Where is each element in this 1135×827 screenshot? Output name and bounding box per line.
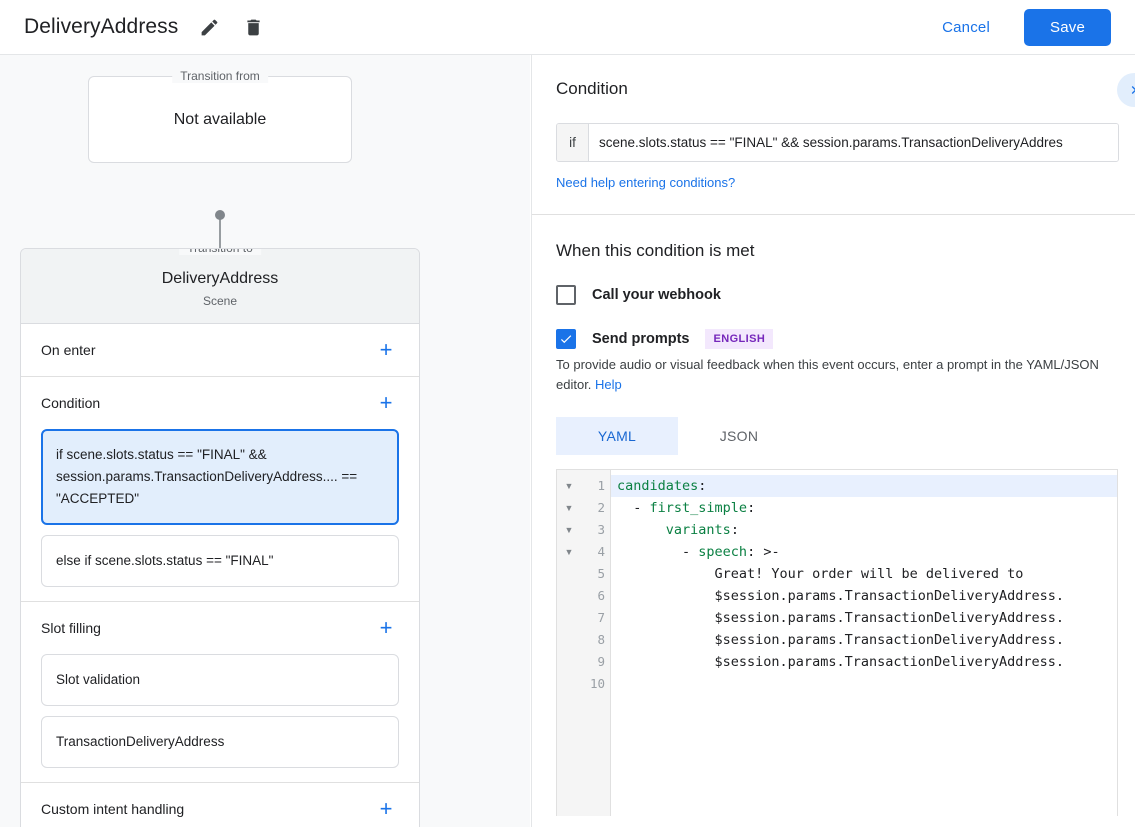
call-webhook-label: Call your webhook <box>592 287 721 303</box>
helper-text-body: To provide audio or visual feedback when… <box>556 357 1099 392</box>
transition-to-title: DeliveryAddress <box>161 270 279 287</box>
send-prompts-checkbox[interactable] <box>556 329 576 349</box>
code-line-number: 5 <box>597 566 605 581</box>
code-line[interactable] <box>611 673 1117 695</box>
code-line-number: 7 <box>597 610 605 625</box>
editor-format-tabs: YAML JSON <box>556 417 1111 455</box>
code-editor[interactable]: ▼ ▼ ▼ ▼ 1 2 3 4 5 6 7 8 9 10 candidates: - first_sim… <box>556 469 1118 816</box>
webhook-row: Call your webhook <box>556 285 1111 305</box>
transition-to-legend: Transition to <box>179 249 261 255</box>
add-custom-intent-button[interactable]: + <box>379 796 393 821</box>
section-title-custom-intent-handling: Custom intent handling <box>41 801 185 817</box>
cancel-button[interactable]: Cancel <box>942 18 990 36</box>
condition-input-group: if <box>556 123 1119 162</box>
section-header: Custom intent handling + <box>41 783 399 827</box>
edit-name-button[interactable] <box>192 10 226 44</box>
delete-button[interactable] <box>236 10 270 44</box>
section-on-enter: On enter + <box>21 324 419 377</box>
when-condition-met-block: When this condition is met Call your web… <box>532 215 1135 816</box>
code-line[interactable]: candidates: <box>611 475 1117 497</box>
transition-from-legend: Transition from <box>172 69 268 83</box>
section-title-slot-filling: Slot filling <box>41 620 101 636</box>
code-line-number: 4 <box>597 544 605 559</box>
code-fold-spacer <box>557 651 581 673</box>
code-fold-gutter[interactable]: ▼ ▼ ▼ ▼ <box>557 470 581 816</box>
code-fold-spacer <box>557 585 581 607</box>
call-webhook-checkbox[interactable] <box>556 285 576 305</box>
section-body: if scene.slots.status == "FINAL" && sess… <box>41 429 399 601</box>
section-header: Condition + <box>41 377 399 429</box>
slot-item-transaction-delivery-address[interactable]: TransactionDeliveryAddress <box>41 716 399 768</box>
condition-heading: Condition <box>556 79 628 98</box>
code-fold-spacer <box>557 673 581 695</box>
condition-help-link[interactable]: Need help entering conditions? <box>556 175 736 190</box>
tab-yaml[interactable]: YAML <box>556 417 678 455</box>
check-icon <box>560 335 572 344</box>
left-panel: Transition from Not available Transition… <box>0 55 530 827</box>
trash-icon <box>247 19 260 35</box>
section-title-on-enter: On enter <box>41 342 96 358</box>
code-line[interactable]: $session.params.TransactionDeliveryAddre… <box>617 610 1065 626</box>
section-header: Slot filling + <box>41 602 399 654</box>
transition-to-header: DeliveryAddress Scene <box>21 249 419 324</box>
code-line[interactable]: variants: <box>665 522 739 538</box>
code-line-number: 3 <box>597 522 605 537</box>
page-title: DeliveryAddress <box>24 15 179 38</box>
code-line[interactable]: $session.params.TransactionDeliveryAddre… <box>617 632 1065 648</box>
section-divider <box>532 214 1135 215</box>
expand-panel-button[interactable] <box>1117 73 1135 107</box>
add-slot-filling-button[interactable]: + <box>379 615 393 640</box>
code-line[interactable]: Great! Your order will be delivered to <box>617 566 1024 582</box>
chevron-right-icon <box>1131 86 1135 94</box>
code-fold-spacer <box>557 629 581 651</box>
transition-from-node: Not available <box>173 110 267 128</box>
code-line[interactable]: - speech: >- <box>617 544 780 560</box>
send-prompts-label: Send prompts <box>592 331 690 347</box>
section-slot-filling: Slot filling + Slot validation Transacti… <box>21 602 419 783</box>
save-button[interactable]: Save <box>1024 8 1111 46</box>
code-fold-toggle[interactable]: ▼ <box>564 547 574 557</box>
helper-help-link[interactable]: Help <box>595 377 622 392</box>
condition-item[interactable]: else if scene.slots.status == "FINAL" <box>41 535 399 587</box>
condition-block: Condition if Need help entering conditio… <box>532 55 1135 214</box>
send-prompts-row: Send prompts ENGLISH <box>556 329 1111 349</box>
code-line-number: 10 <box>589 676 605 691</box>
section-title-condition: Condition <box>41 395 101 411</box>
code-line-number: 1 <box>597 478 605 493</box>
code-content-area[interactable]: candidates: - first_simple: variants: - … <box>611 470 1117 816</box>
code-line-number: 9 <box>597 654 605 669</box>
language-badge: ENGLISH <box>705 329 774 349</box>
code-line-number: 6 <box>597 588 605 603</box>
transition-to-card: Transition to DeliveryAddress Scene On e… <box>20 248 420 827</box>
when-met-heading: When this condition is met <box>556 241 755 260</box>
condition-if-prefix: if <box>557 124 589 161</box>
slot-validation-item[interactable]: Slot validation <box>41 654 399 706</box>
condition-expression-input[interactable] <box>589 124 1118 161</box>
code-fold-spacer <box>557 563 581 585</box>
prompts-helper-text: To provide audio or visual feedback when… <box>556 355 1111 395</box>
section-condition: Condition + if scene.slots.status == "FI… <box>21 377 419 602</box>
right-panel: Condition if Need help entering conditio… <box>531 55 1135 827</box>
transition-to-subtitle: Scene <box>202 294 238 308</box>
section-header: On enter + <box>41 324 399 376</box>
code-line[interactable]: - first_simple: <box>617 500 756 516</box>
code-fold-spacer <box>557 607 581 629</box>
code-line[interactable]: $session.params.TransactionDeliveryAddre… <box>617 654 1065 670</box>
section-body: Slot validation TransactionDeliveryAddre… <box>41 654 399 782</box>
transition-from-card: Transition from Not available <box>88 69 352 163</box>
code-fold-toggle[interactable]: ▼ <box>564 503 574 513</box>
top-app-bar: DeliveryAddress Cancel Save <box>0 0 1135 55</box>
code-fold-toggle[interactable]: ▼ <box>564 525 574 535</box>
add-condition-button[interactable]: + <box>379 390 393 415</box>
code-fold-toggle[interactable]: ▼ <box>564 481 574 491</box>
tab-json[interactable]: JSON <box>719 428 759 444</box>
section-custom-intent-handling: Custom intent handling + <box>21 783 419 827</box>
pencil-icon <box>201 19 218 35</box>
code-line[interactable]: $session.params.TransactionDeliveryAddre… <box>617 588 1065 604</box>
code-line-number: 8 <box>597 632 605 647</box>
condition-item-selected[interactable]: if scene.slots.status == "FINAL" && sess… <box>41 429 399 525</box>
add-on-enter-button[interactable]: + <box>379 337 393 362</box>
code-line-number-gutter: 1 2 3 4 5 6 7 8 9 10 <box>581 470 611 816</box>
code-line-number: 2 <box>597 500 605 515</box>
